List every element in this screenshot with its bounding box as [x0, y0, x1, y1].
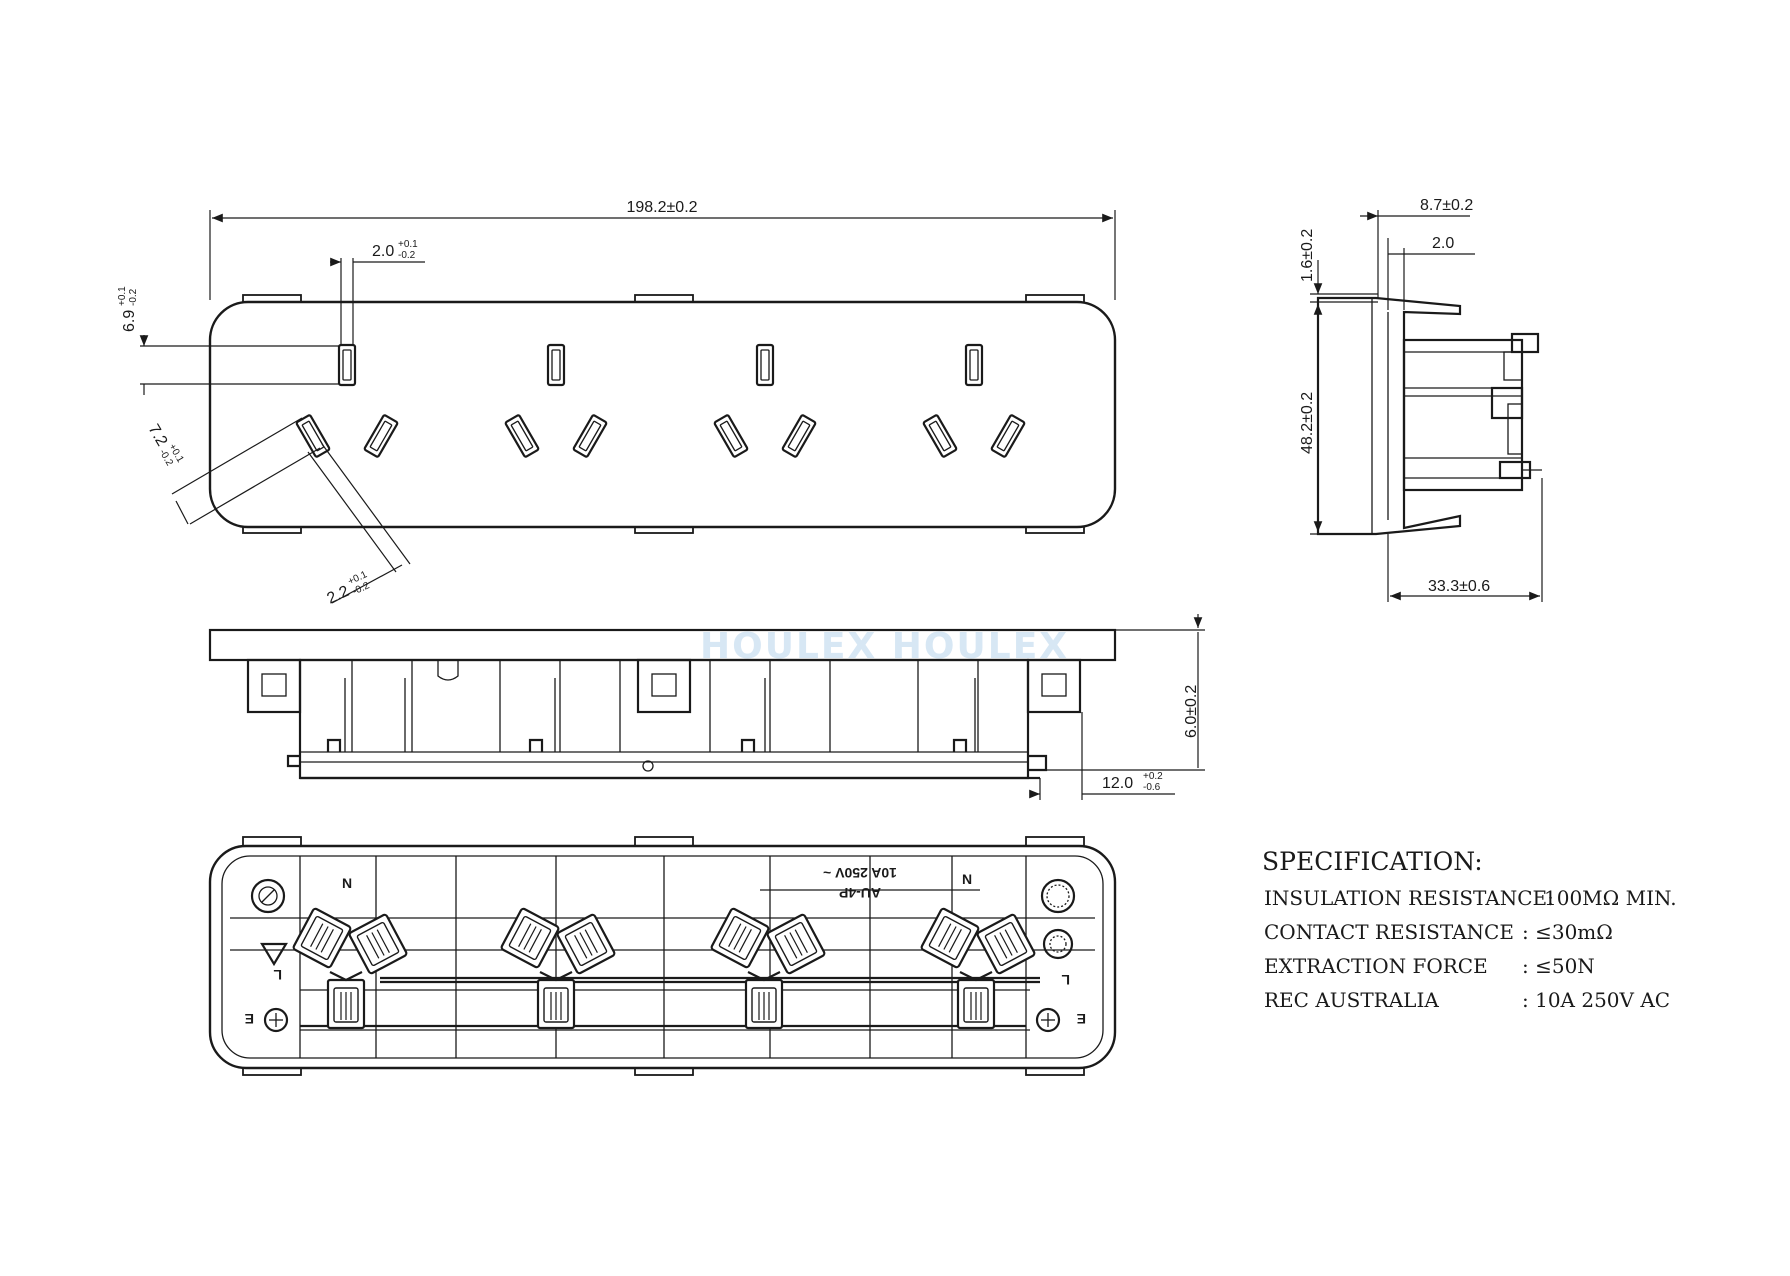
- rear-earth-left: E: [245, 1011, 254, 1027]
- dim-side-height: 48.2±0.2: [1299, 392, 1316, 454]
- dim-side-flange: 2.0: [1432, 235, 1454, 252]
- dim-front-end-tol-lower: -0.6: [1143, 782, 1161, 793]
- spec-label-rec: REC AUSTRALIA: [1264, 988, 1439, 1012]
- spec-label-contact: CONTACT RESISTANCE: [1264, 920, 1514, 944]
- dim-slot-width: 2.0: [372, 243, 394, 260]
- dim-overall-length: 198.2±0.2: [626, 199, 697, 216]
- side-view: 8.7±0.2 2.0 1.6±0.2 48.2±0.2 33.3±0.6: [1299, 197, 1543, 602]
- dim-side-thickness: 1.6±0.2: [1299, 229, 1316, 282]
- spec-value-insulation: 100MΩ MIN.: [1544, 886, 1677, 910]
- dim-angled-length: 7.2: [145, 422, 171, 450]
- rear-live-left: L: [273, 967, 282, 983]
- rear-neutral-right: N: [962, 871, 972, 887]
- rear-terminals-1: [291, 906, 409, 1030]
- face-view: 198.2±0.2 2.0 +0.1 -0.2 6.9 +0.1 -0.2 7.…: [117, 199, 1117, 608]
- spec-value-rec: : 10A 250V AC: [1522, 988, 1670, 1012]
- dim-front-end-tol-upper: +0.2: [1143, 771, 1163, 782]
- spec-title: SPECIFICATION:: [1262, 847, 1483, 876]
- rear-terminals-2: [499, 906, 617, 1030]
- rear-live-right: L: [1061, 972, 1070, 988]
- rear-view: AU-4P 10A 250V ~ N N L L E E: [208, 836, 1117, 1076]
- rear-rating-marking: 10A 250V ~: [823, 865, 897, 881]
- dim-angled-width: 2.2: [325, 583, 352, 608]
- dim-slot-length-tol-upper: +0.1: [117, 286, 128, 306]
- dim-front-height: 6.0±0.2: [1183, 685, 1200, 738]
- front-view: HOULEX HOULEX 6.0±0.2 12.0 +0.2 -0.6: [208, 614, 1205, 800]
- rear-model-marking: AU-4P: [839, 885, 881, 901]
- spec-value-extraction: : ≤50N: [1522, 954, 1595, 978]
- rear-terminals-3: [709, 906, 827, 1030]
- rear-terminals-4: [919, 906, 1037, 1030]
- spec-value-contact: : ≤30mΩ: [1522, 920, 1613, 944]
- dim-slot-width-tol-lower: -0.2: [398, 250, 416, 261]
- spec-label-extraction: EXTRACTION FORCE: [1264, 954, 1488, 978]
- approval-mark-icon: [260, 942, 288, 967]
- dim-slot-length: 6.9: [121, 310, 138, 332]
- dim-side-depth: 33.3±0.6: [1428, 578, 1490, 595]
- faceplate-outline: [208, 300, 1117, 529]
- rear-neutral-left: N: [342, 875, 352, 891]
- spec-label-insulation: INSULATION RESISTANCE:: [1264, 886, 1554, 910]
- specification-block: SPECIFICATION: INSULATION RESISTANCE: 10…: [1262, 847, 1677, 1012]
- watermark: HOULEX HOULEX: [700, 626, 1069, 667]
- rear-earth-right: E: [1077, 1011, 1086, 1027]
- dim-slot-length-tol-lower: -0.2: [128, 288, 139, 306]
- dim-slot-width-tol-upper: +0.1: [398, 239, 418, 250]
- dim-side-top-offset: 8.7±0.2: [1420, 197, 1473, 214]
- dim-front-end-offset: 12.0: [1102, 775, 1133, 792]
